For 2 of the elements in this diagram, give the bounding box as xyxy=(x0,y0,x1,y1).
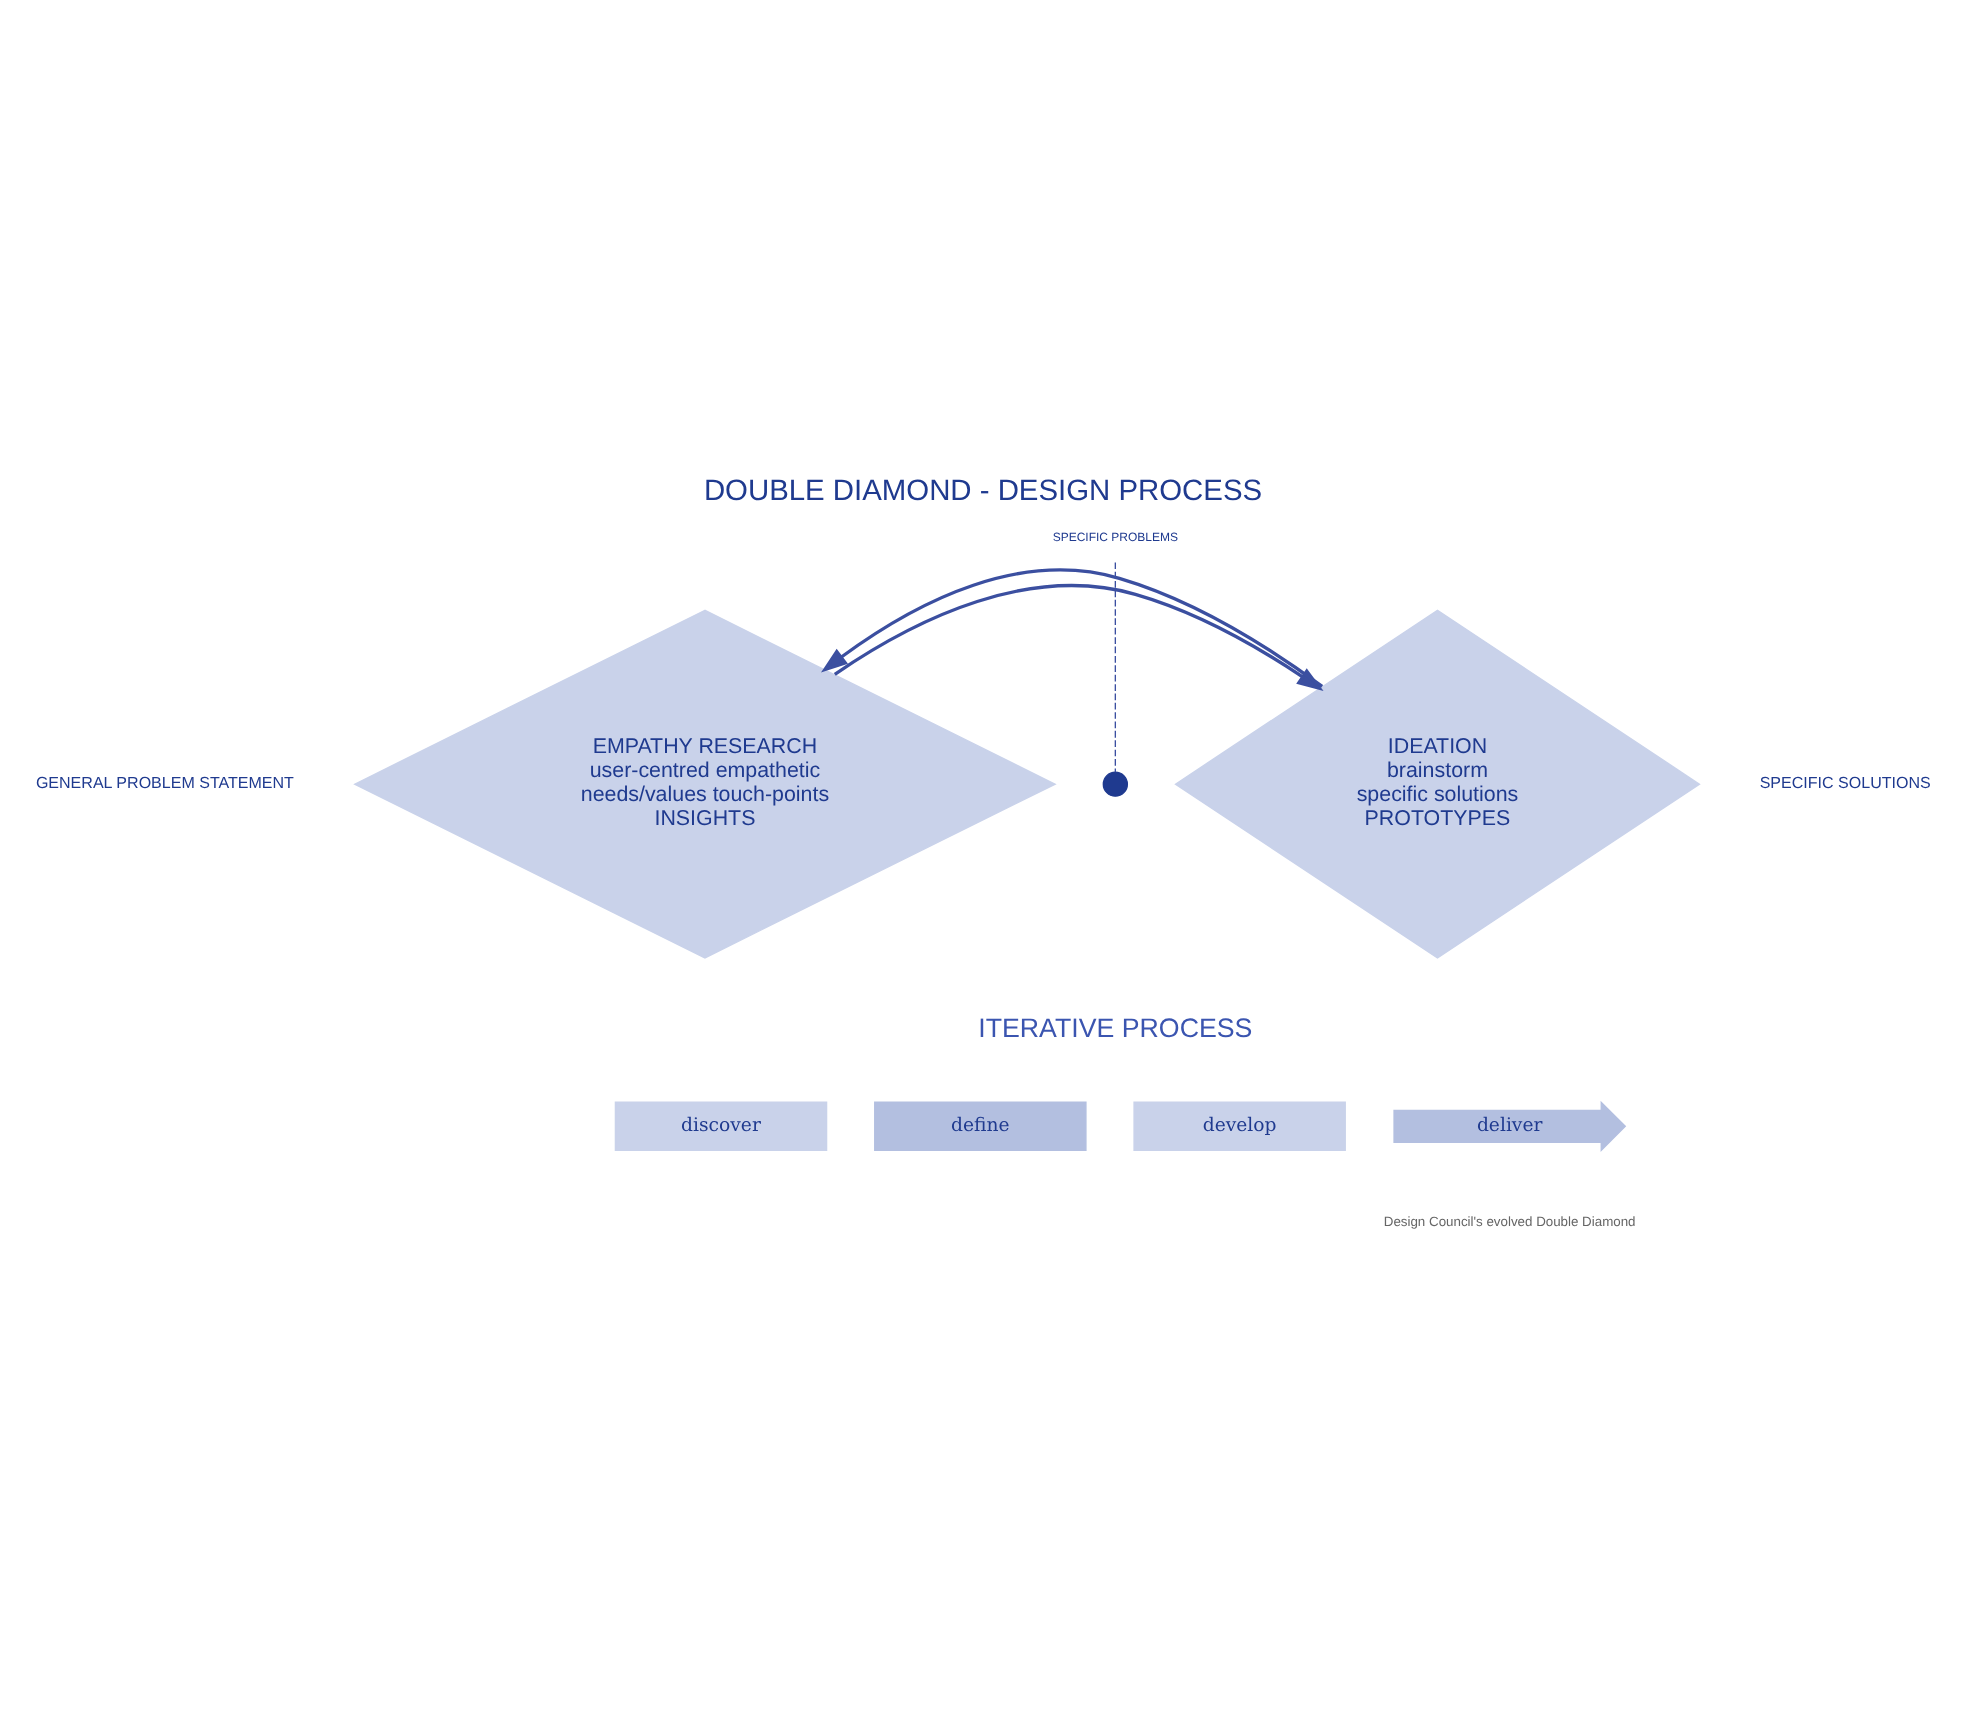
label: ITERATIVE PROCESS xyxy=(978,1012,1253,1043)
diagram-title: DOUBLE DIAMOND - DESIGN PROCESS xyxy=(703,476,1263,509)
